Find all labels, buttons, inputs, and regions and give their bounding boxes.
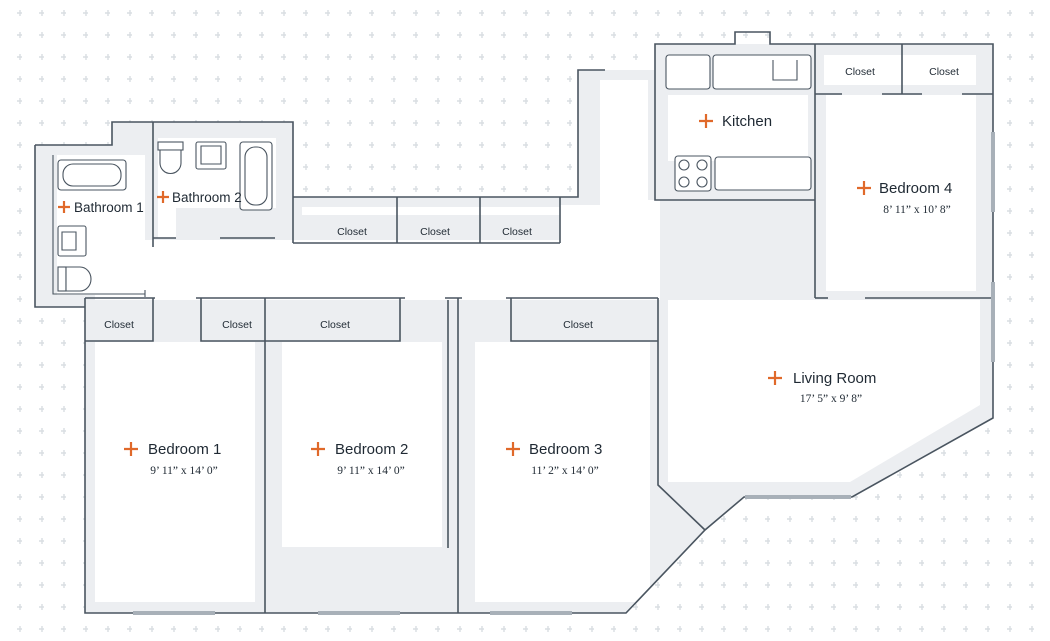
room-bedroom-3: Bedroom 3 11’ 2” x 14’ 0” [506,441,602,477]
closet-labels: Closet Closet Closet Closet Closet Close… [104,66,959,331]
room-label-bedroom-1: Bedroom 1 [148,441,221,458]
sink-2 [195,141,227,170]
plus-marker-icon [768,371,782,385]
sink-1 [57,225,87,257]
closet-label: Closet [502,226,532,238]
room-living-room: Living Room 17’ 5” x 9’ 8” [768,370,876,405]
room-bedroom-4: Bedroom 4 8’ 11” x 10’ 8” [857,180,952,216]
room-bathroom-2: Bathroom 2 [157,190,242,205]
room-dims-bedroom-3: 11’ 2” x 14’ 0” [531,465,598,477]
plus-marker-icon [506,442,520,456]
bathtub-2 [239,141,273,211]
closet-label: Closet [929,66,959,78]
room-bedroom-1: Bedroom 1 9’ 11” x 14’ 0” [124,441,221,477]
room-dims-bedroom-2: 9’ 11” x 14’ 0” [337,465,404,477]
plus-marker-icon [58,201,70,213]
closet-label: Closet [563,319,593,331]
windows [133,132,995,615]
toilet-1 [57,266,92,292]
room-dims-bedroom-1: 9’ 11” x 14’ 0” [150,465,217,477]
room-kitchen: Kitchen [699,113,772,130]
plus-marker-icon [157,191,169,203]
walls [34,31,994,614]
room-dims-bedroom-4: 8’ 11” x 10’ 8” [883,204,950,216]
room-bedroom-2: Bedroom 2 9’ 11” x 14’ 0” [311,441,408,477]
toilet-2 [157,141,184,174]
room-label-bathroom-2: Bathroom 2 [172,190,242,205]
plus-marker-icon [699,114,713,128]
kitchen-fixtures [665,54,812,192]
closet-label: Closet [845,66,875,78]
room-label-bathroom-1: Bathroom 1 [74,200,144,215]
plus-marker-icon [857,181,871,195]
room-label-living-room: Living Room [793,370,876,387]
room-bathroom-1: Bathroom 1 [58,200,144,215]
floor-interior [57,55,980,602]
room-label-bedroom-2: Bedroom 2 [335,441,408,458]
room-dims-living-room: 17’ 5” x 9’ 8” [800,393,862,405]
room-label-bedroom-3: Bedroom 3 [529,441,602,458]
closet-label: Closet [420,226,450,238]
plus-marker-icon [124,442,138,456]
closet-label: Closet [320,319,350,331]
closet-label: Closet [222,319,252,331]
bathtub-1 [57,159,127,191]
plus-marker-icon [311,442,325,456]
closet-label: Closet [104,319,134,331]
room-label-bedroom-4: Bedroom 4 [879,180,952,197]
closet-label: Closet [337,226,367,238]
room-label-kitchen: Kitchen [722,113,772,130]
